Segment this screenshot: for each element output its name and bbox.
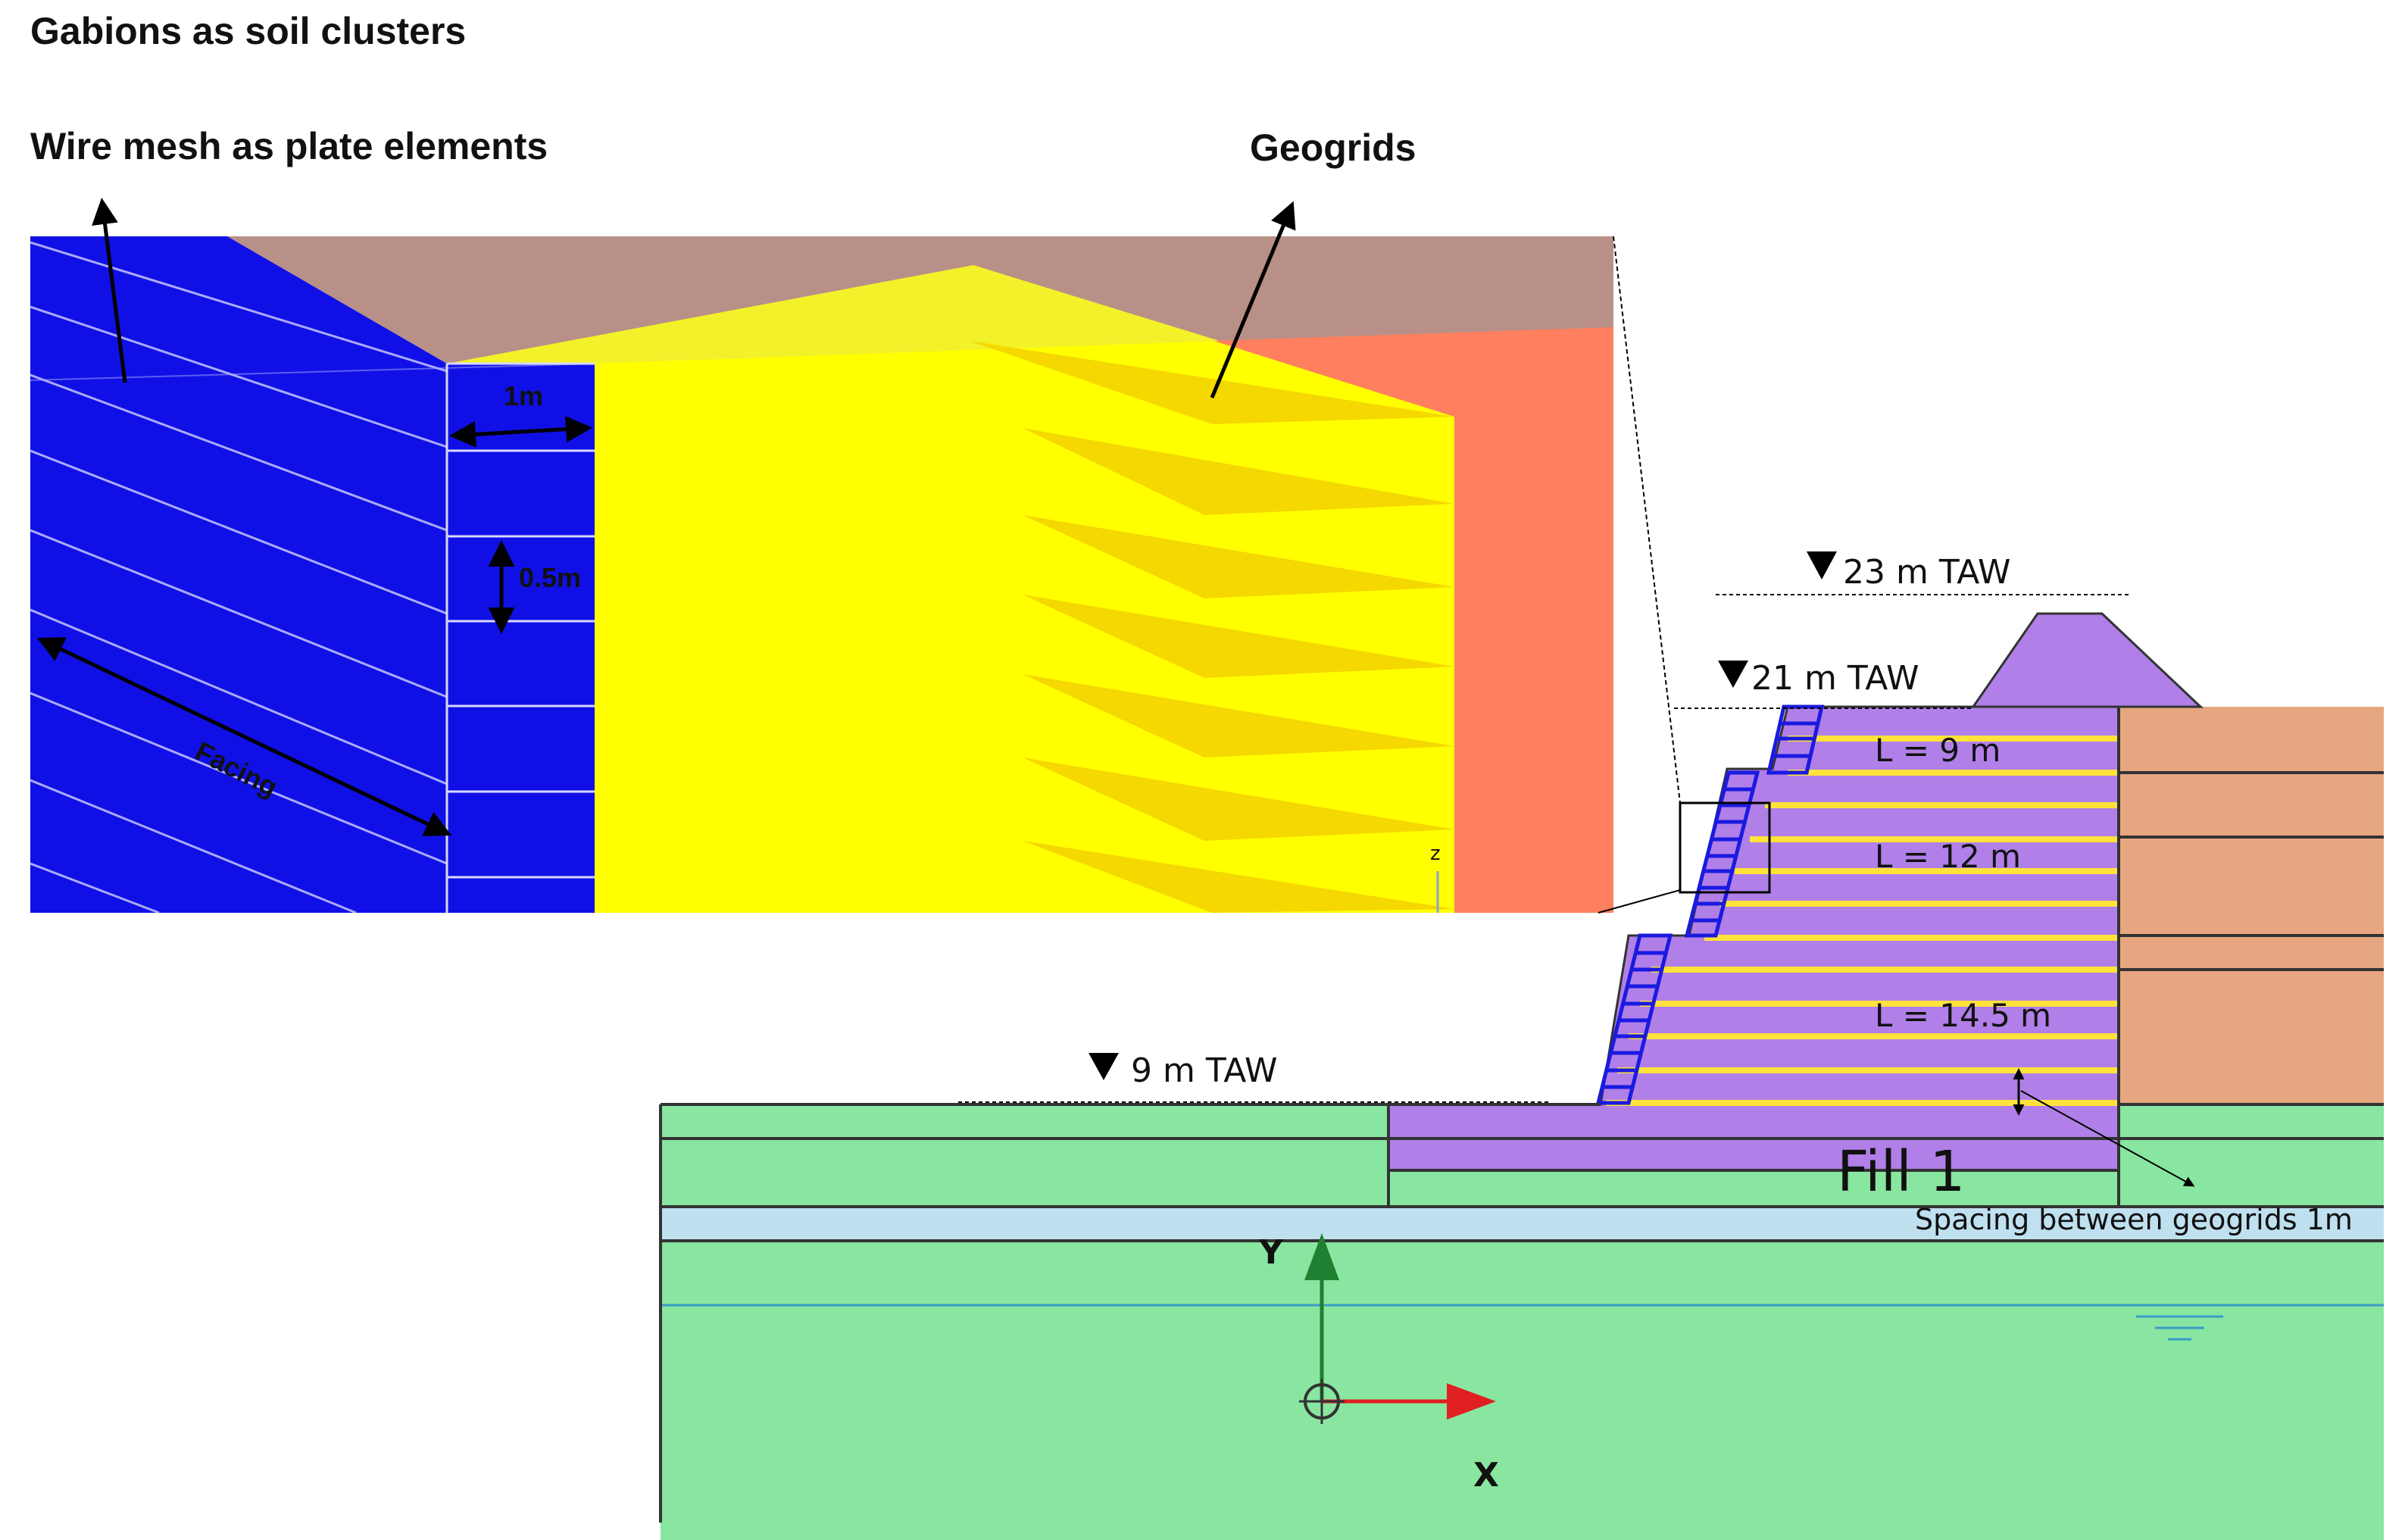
caption-wire-mesh: Wire mesh as plate elements xyxy=(30,125,548,167)
section-outlines xyxy=(659,707,2384,1523)
level-label: 21 m TAW xyxy=(1751,659,1919,698)
gabion-columns xyxy=(1595,704,1825,1105)
geogrids-pointer xyxy=(1210,201,1296,398)
caption-geogrids: Geogrids xyxy=(1250,127,1416,169)
level-marker-icon xyxy=(1807,551,1837,579)
detail-view: 1m 0.5m Facing z xyxy=(30,236,1613,913)
geogrid-layers xyxy=(970,341,1454,913)
x-axis-arrow-icon xyxy=(1447,1383,1496,1420)
geogrid-length-label: L = 12 m xyxy=(1875,838,2021,875)
level-label: 23 m TAW xyxy=(1843,553,2010,592)
y-axis-label: Y xyxy=(1258,1233,1284,1272)
spacing-note: Spacing between geogrids 1m xyxy=(1915,1203,2353,1236)
level-marker-icon xyxy=(1088,1053,1119,1080)
geogrid-length-label: L = 14.5 m xyxy=(1875,997,2051,1034)
caption-gabions: Gabions as soil clusters xyxy=(30,10,466,52)
spacing-leader-arrow xyxy=(2020,1090,2195,1187)
y-axis-arrow-icon xyxy=(1304,1233,1339,1280)
gabion-front-face xyxy=(447,364,595,913)
geogrid-length-label: L = 9 m xyxy=(1875,732,2001,769)
level-9: 9 m TAW xyxy=(958,1051,1549,1103)
level-23: 23 m TAW xyxy=(1716,551,2129,595)
crest-mound xyxy=(1971,612,2204,708)
backfill xyxy=(2119,707,2384,1104)
level-label: 9 m TAW xyxy=(1131,1051,1278,1090)
z-axis-label: z xyxy=(1430,842,1441,865)
gabion-rungs xyxy=(1603,721,1818,1089)
width-dimension-arrow xyxy=(449,416,592,448)
level-21: 21 m TAW xyxy=(1674,659,1973,709)
facing-arrow xyxy=(36,637,452,836)
dim-width-label: 1m xyxy=(504,380,543,411)
cross-section: 23 m TAW 21 m TAW 9 m TAW L = 9 m L = 12… xyxy=(659,551,2384,1540)
backfill-layer-lines xyxy=(2119,771,2384,1106)
coordinate-axes xyxy=(1299,1233,1496,1424)
reinforced-top xyxy=(447,265,1220,364)
water-layer xyxy=(661,1207,2384,1241)
zoom-connector-bottom xyxy=(1598,889,1681,914)
zoom-connector-top xyxy=(1613,236,1681,804)
wire-mesh-pointer xyxy=(92,198,127,383)
fill-label: Fill 1 xyxy=(1837,1139,1965,1204)
section-geogrids xyxy=(1606,736,2119,1106)
foundation-soil xyxy=(661,1104,2384,1540)
dim-height-label: 0.5m xyxy=(519,562,581,593)
water-level-icon xyxy=(2136,1315,2223,1341)
x-axis-label: X xyxy=(1473,1456,1499,1495)
zoom-box xyxy=(1679,801,1771,894)
gabion-side-face xyxy=(30,236,447,913)
level-marker-icon xyxy=(1718,661,1748,688)
